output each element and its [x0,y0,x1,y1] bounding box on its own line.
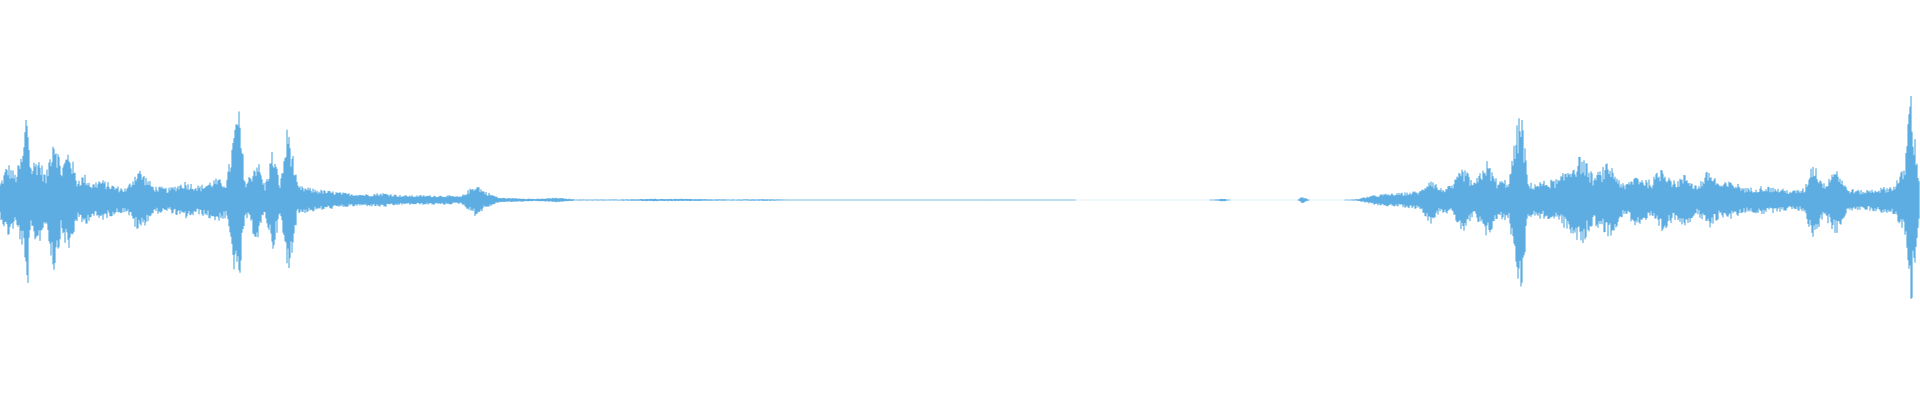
waveform-path [0,96,1920,299]
waveform-bars [0,96,1920,299]
